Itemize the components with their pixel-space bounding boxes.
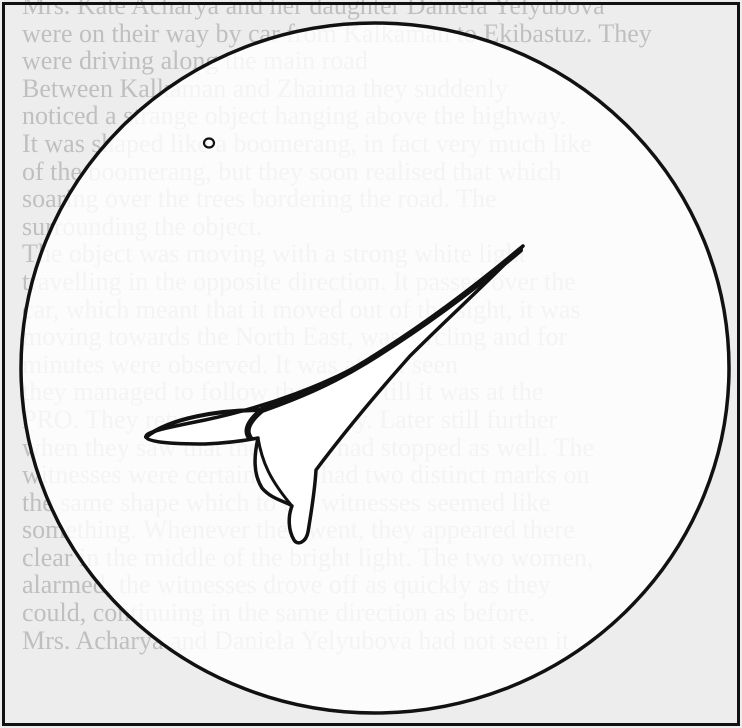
page-border bbox=[2, 2, 740, 726]
scanned-page: Mrs. Kate Acharya and her daughter Danie… bbox=[0, 0, 742, 728]
